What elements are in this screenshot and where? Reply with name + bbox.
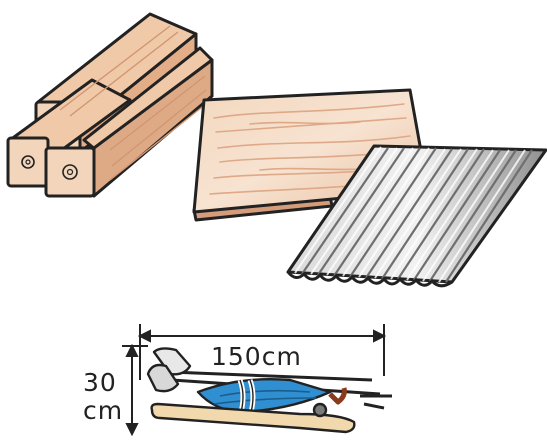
height-dimension-value: 30	[83, 368, 117, 397]
width-dimension-line	[137, 324, 387, 380]
long-items-bundle-icon	[146, 347, 392, 434]
stacked-lumber-icon	[6, 12, 214, 198]
height-dimension-line	[122, 343, 148, 437]
width-dimension-label: 150cm	[211, 342, 302, 371]
corrugated-sheet-icon	[286, 144, 547, 288]
height-dimension-unit: cm	[83, 396, 124, 425]
